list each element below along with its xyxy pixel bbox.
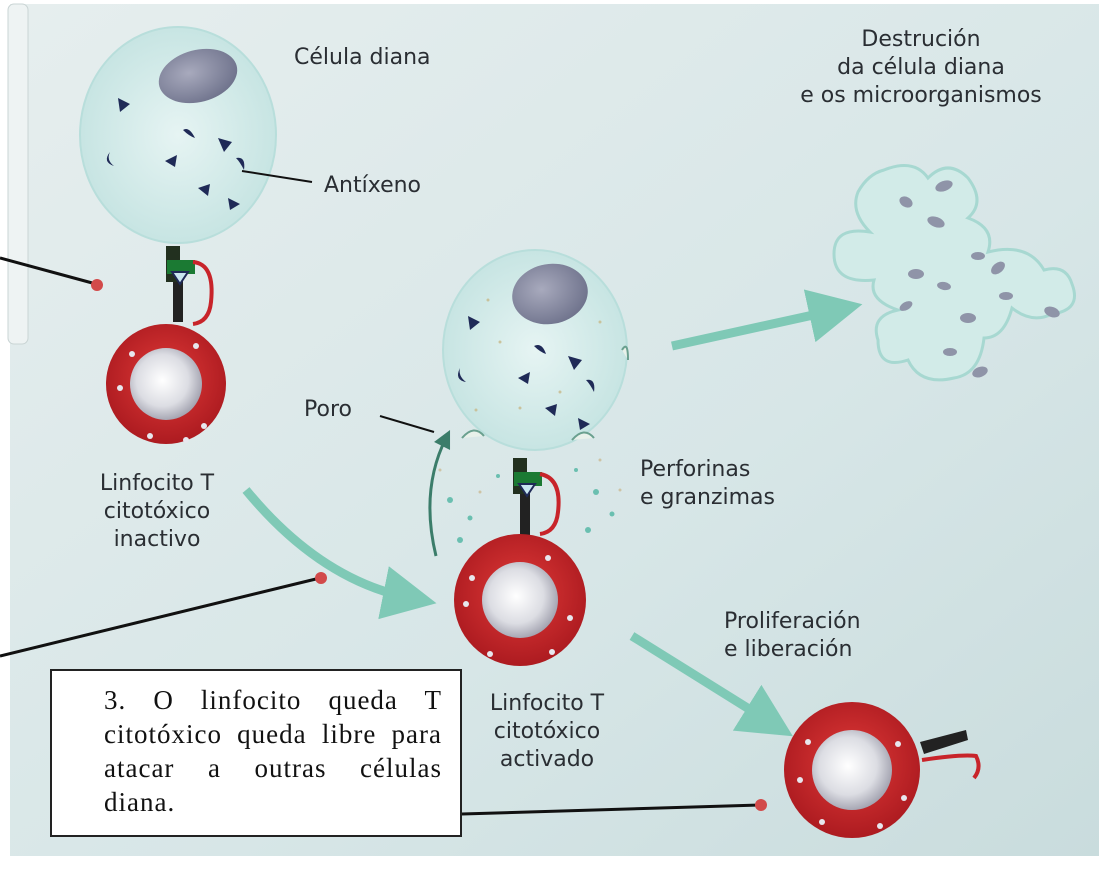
perforin-dots [447,468,615,543]
inactive-tcell-line-1: Linfocito T [99,471,215,496]
tcell-released [784,702,981,838]
perforins-line-2: e granzimas [640,485,775,510]
antigen-markers-2 [458,316,595,430]
activation-arrow [242,487,437,620]
proliferation-line-1: Proliferación [724,609,861,634]
target-cell-attacked [442,249,629,451]
pointer-dot-2 [315,572,327,584]
perforins-label: Perforinas e granzimas [640,456,775,512]
inactive-tcell-line-3: inactivo [113,527,201,552]
proliferation-line-2: e liberación [724,637,853,662]
active-tcell-line-3: activado [499,747,595,772]
tcell-inactive [106,324,226,444]
destruction-line-1: Destrución [861,27,981,52]
target-cell-label: Célula diana [294,45,431,70]
antigen-label: Antíxeno [324,173,422,198]
destroyed-cell [832,164,1076,382]
perforin-arrow [428,429,451,557]
destruction-arrow [671,289,863,351]
destruction-line-3: e os microorganismos [800,83,1042,108]
pointer-line-3 [461,803,761,816]
destruction-line-2: da célula diana [837,55,1005,80]
left-page-edge [7,3,29,345]
target-cell-initial [79,26,277,244]
destruction-label: Destrución da célula diana e os microorg… [776,26,1066,110]
pore-label: Poro [304,397,352,422]
tcell-active [454,534,586,666]
proliferation-label: Proliferación e liberación [724,608,861,664]
active-tcell-line-1: Linfocito T [489,691,605,716]
inactive-tcell-line-2: citotóxico [103,499,211,524]
active-tcell-line-2: citotóxico [493,719,601,744]
antigen-markers [106,98,245,210]
inactive-tcell-label: Linfocito T citotóxico inactivo [82,470,232,554]
antigen-leader-line [241,170,313,183]
callout-box: 3. O linfocito queda T citotóxico queda … [50,669,462,837]
pore-leader-line [379,415,435,433]
tcr-receptor-active [513,458,561,536]
active-tcell-label: Linfocito T citotóxico activado [472,690,622,774]
pointer-dot-1 [91,279,103,291]
tcr-receptor-initial [166,246,214,326]
perforins-line-1: Perforinas [640,457,751,482]
proliferation-arrow [629,632,793,737]
pointer-line-1 [0,256,97,286]
pointer-dot-3 [755,799,767,811]
pointer-line-2 [0,576,321,658]
